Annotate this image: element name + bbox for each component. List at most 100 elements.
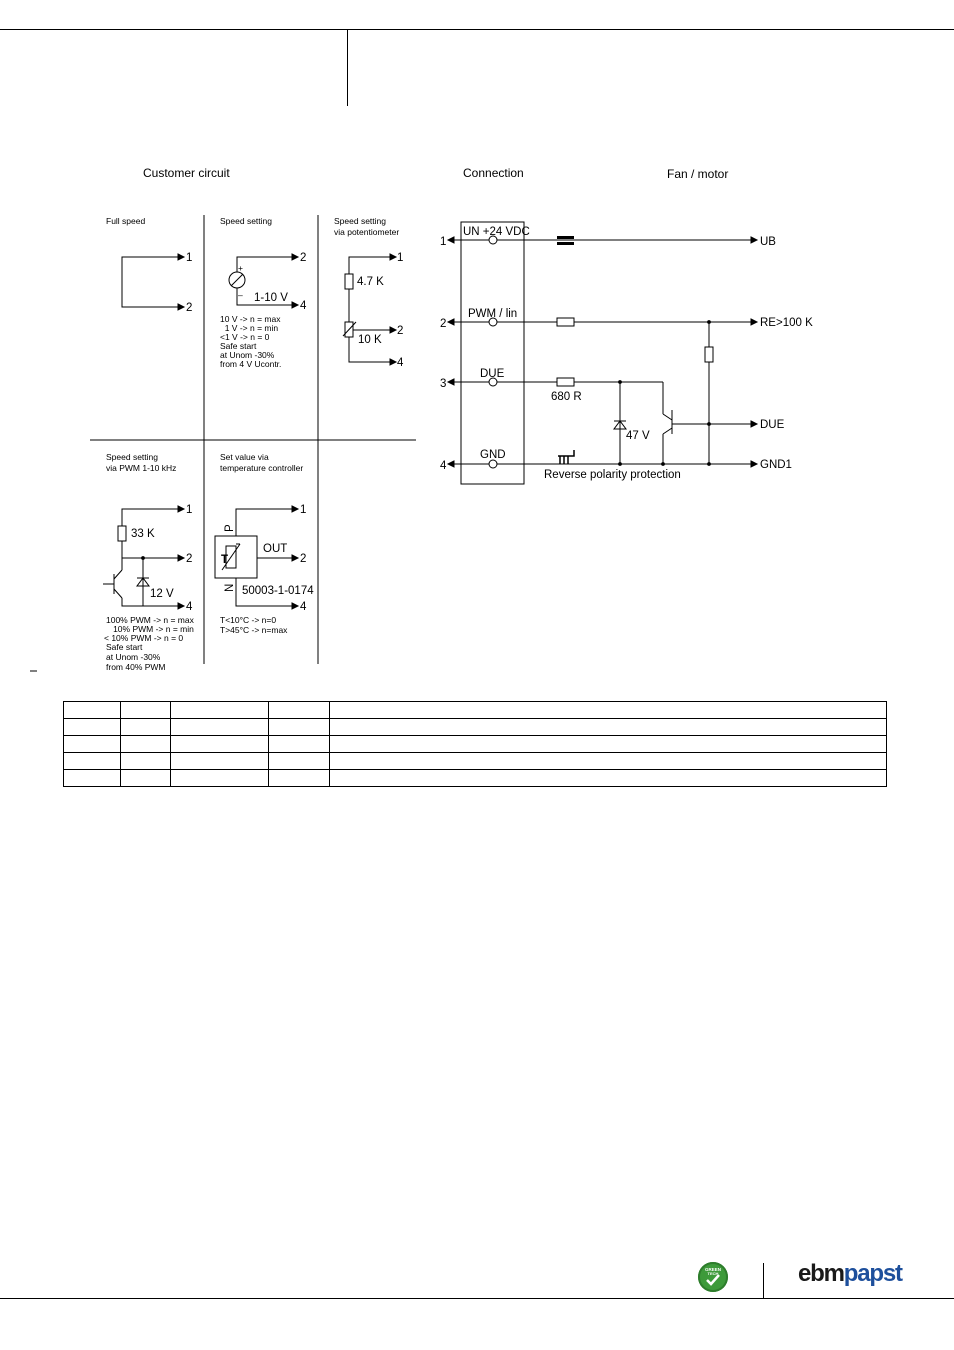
conn-z47: 47 V bbox=[626, 430, 650, 442]
pwm-title-1: Speed setting bbox=[106, 452, 158, 462]
table-row bbox=[63, 701, 887, 719]
ebmpapst-logo: ebmpapst bbox=[798, 1260, 903, 1288]
conn-out-re: RE>100 K bbox=[760, 317, 813, 329]
table-cell bbox=[120, 752, 171, 770]
green-tech-check-icon bbox=[706, 1274, 720, 1286]
speed-setting-minus: – bbox=[238, 290, 243, 300]
speed-setting-note-1: 10 V -> n = max bbox=[220, 314, 281, 324]
table-cell bbox=[170, 701, 269, 719]
table-cell bbox=[268, 769, 330, 787]
table-cell bbox=[170, 769, 269, 787]
conn-out-gnd1: GND1 bbox=[760, 459, 792, 471]
conn-pin-3-label: DUE bbox=[480, 368, 505, 380]
full-speed-title: Full speed bbox=[106, 216, 145, 226]
temp-note-1: T<10°C -> n=0 bbox=[220, 615, 276, 625]
logo-papst: papst bbox=[843, 1260, 903, 1287]
panel-speed-setting: Speed setting + – 1-10 V 2 4 10 V -> n =… bbox=[220, 216, 307, 369]
speed-setting-note-6: from 4 V Ucontr. bbox=[220, 359, 281, 369]
table-cell bbox=[120, 701, 171, 719]
table-cell bbox=[329, 752, 887, 770]
speed-setting-title: Speed setting bbox=[220, 216, 272, 226]
pot-pin-1: 1 bbox=[397, 252, 403, 264]
pot-pin-4: 4 bbox=[397, 357, 404, 369]
table-cell bbox=[63, 752, 121, 770]
panel-pwm: Speed setting via PWM 1-10 kHz 33 K 12 V… bbox=[103, 452, 195, 672]
temp-pin-1: 1 bbox=[300, 504, 306, 516]
green-tech-text: GREEN bbox=[698, 1267, 728, 1272]
table-cell bbox=[170, 752, 269, 770]
footer-rule bbox=[0, 1298, 954, 1299]
speed-setting-plus: + bbox=[238, 263, 243, 273]
table-row bbox=[63, 735, 887, 753]
table-cell bbox=[329, 735, 887, 753]
table-cell bbox=[120, 718, 171, 736]
heading-fan-motor: Fan / motor bbox=[667, 167, 728, 181]
temp-n: N bbox=[224, 584, 236, 592]
speed-setting-note-2: 1 V -> n = min bbox=[220, 323, 278, 333]
conn-pin-2-num: 2 bbox=[440, 318, 446, 330]
panel-temperature: Set value via temperature controller P N… bbox=[214, 452, 314, 635]
table-cell bbox=[329, 769, 887, 787]
table-cell bbox=[63, 701, 121, 719]
temp-title-2: temperature controller bbox=[220, 463, 303, 473]
pot-r1: 4.7 K bbox=[357, 276, 384, 288]
speed-setting-value: 1-10 V bbox=[254, 292, 288, 304]
temp-part: 50003-1-0174 bbox=[242, 585, 314, 597]
pwm-note-2: 10% PWM -> n = min bbox=[106, 624, 194, 634]
conn-r680: 680 R bbox=[551, 391, 582, 403]
table-cell bbox=[120, 769, 171, 787]
panel-potentiometer: Speed setting via potentiometer 4.7 K 10… bbox=[334, 216, 404, 369]
table-cell bbox=[63, 769, 121, 787]
conn-pin-4-label: GND bbox=[480, 449, 506, 461]
table-row bbox=[63, 769, 887, 787]
connection-circuit: 1 2 3 4 UN +24 VDC PWM / lin DUE GND UB … bbox=[440, 221, 813, 485]
table-cell bbox=[268, 701, 330, 719]
green-tech-badge: GREEN TECH bbox=[698, 1262, 728, 1292]
conn-pin-2-label: PWM / lin bbox=[468, 308, 517, 320]
speed-setting-pin-2: 2 bbox=[300, 252, 306, 264]
table-row bbox=[63, 718, 887, 736]
temp-title-1: Set value via bbox=[220, 452, 269, 462]
heading-connection: Connection bbox=[463, 166, 524, 180]
table-cell bbox=[268, 752, 330, 770]
pwm-note-5: at Unom -30% bbox=[106, 652, 161, 662]
pwm-z: 12 V bbox=[150, 588, 174, 600]
pwm-note-1: 100% PWM -> n = max bbox=[106, 615, 195, 625]
table-row bbox=[63, 752, 887, 770]
speed-setting-note-3: <1 V -> n = 0 bbox=[220, 332, 270, 342]
table-cell bbox=[268, 718, 330, 736]
revision-table bbox=[63, 701, 887, 787]
header-divider bbox=[347, 29, 348, 106]
table-cell bbox=[268, 735, 330, 753]
panel-grid bbox=[30, 215, 416, 672]
temp-pin-4: 4 bbox=[300, 601, 307, 613]
pwm-note-3: < 10% PWM -> n = 0 bbox=[104, 633, 183, 643]
temp-t: T bbox=[221, 554, 228, 566]
pot-title-1: Speed setting bbox=[334, 216, 386, 226]
wiring-diagram: Customer circuit Connection Fan / motor … bbox=[30, 166, 813, 672]
pwm-pin-1: 1 bbox=[186, 504, 192, 516]
pot-title-2: via potentiometer bbox=[334, 227, 399, 237]
panel-full-speed: Full speed 1 2 bbox=[106, 216, 192, 314]
table-cell bbox=[170, 718, 269, 736]
speed-setting-pin-4: 4 bbox=[300, 300, 307, 312]
pwm-title-2: via PWM 1-10 kHz bbox=[106, 463, 176, 473]
pwm-pin-2: 2 bbox=[186, 553, 192, 565]
heading-customer-circuit: Customer circuit bbox=[143, 166, 230, 180]
conn-pin-3-num: 3 bbox=[440, 378, 446, 390]
conn-pin-1-label: UN +24 VDC bbox=[463, 226, 530, 238]
temp-pin-2: 2 bbox=[300, 553, 306, 565]
full-speed-pin-1: 1 bbox=[186, 252, 192, 264]
pwm-pin-4: 4 bbox=[186, 601, 193, 613]
footer-logo-divider bbox=[763, 1263, 764, 1299]
conn-out-due: DUE bbox=[760, 419, 785, 431]
table-cell bbox=[329, 718, 887, 736]
table-cell bbox=[63, 718, 121, 736]
table-cell bbox=[329, 701, 887, 719]
temp-p: P bbox=[224, 524, 236, 532]
conn-out-ub: UB bbox=[760, 236, 776, 248]
full-speed-pin-2: 2 bbox=[186, 302, 192, 314]
table-cell bbox=[120, 735, 171, 753]
pot-pin-2: 2 bbox=[397, 325, 403, 337]
pwm-note-4: Safe start bbox=[106, 642, 143, 652]
